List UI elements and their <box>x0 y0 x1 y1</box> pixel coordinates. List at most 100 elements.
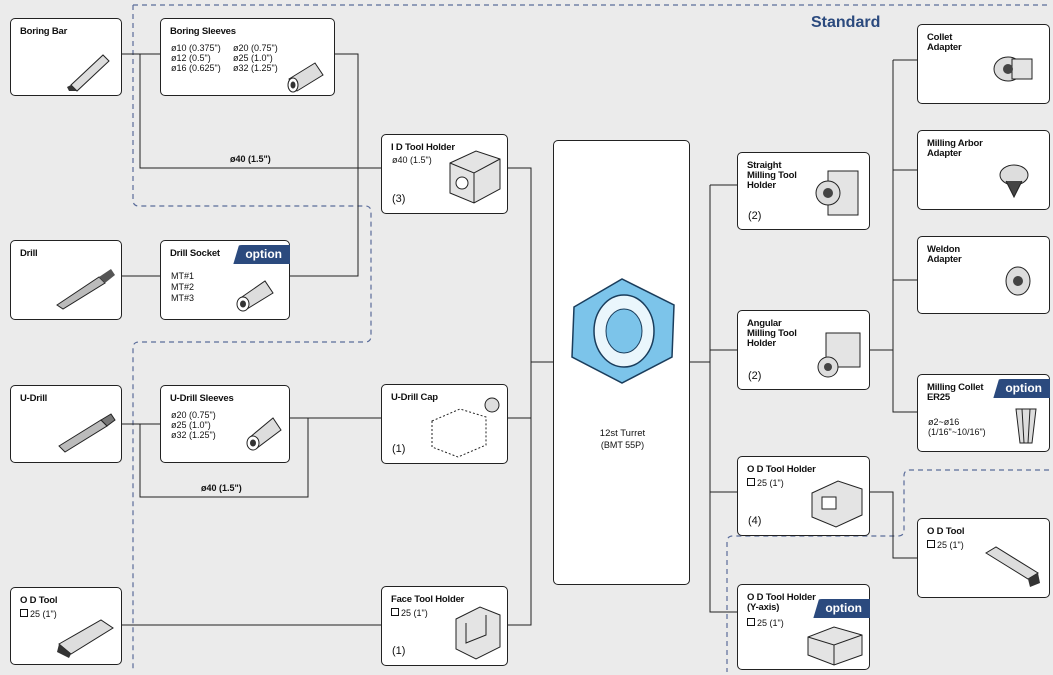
face-tool-holder-size-text: 25 (1") <box>401 608 428 618</box>
milling-holder-icon <box>806 165 864 221</box>
sleeve-size: ø12 (0.5") <box>171 53 221 63</box>
turret-icon <box>560 265 684 395</box>
id-holder-icon <box>446 145 504 207</box>
socket-icon <box>233 273 279 313</box>
square-icon <box>927 540 935 548</box>
square-icon <box>747 618 755 626</box>
od-holder-y-icon <box>804 621 866 667</box>
milling-arbor-card[interactable]: Milling Arbor Adapter <box>917 130 1050 210</box>
angular-holder-icon <box>808 325 866 385</box>
drill-card[interactable]: Drill <box>10 240 122 320</box>
milling-collet-icon <box>1010 403 1042 447</box>
sleeve-size: ø10 (0.375") <box>171 43 221 53</box>
drill-icon <box>51 267 117 311</box>
sleeve-size: ø20 (0.75") <box>171 410 216 420</box>
od-tool-right-size: 25 (1") <box>927 540 964 550</box>
u-drill-sleeves-card[interactable]: U-Drill Sleeves ø20 (0.75") ø25 (1.0") ø… <box>160 385 290 463</box>
boring-bar-icon <box>63 47 113 93</box>
square-icon <box>391 608 399 616</box>
od-tool-right-card[interactable]: O D Tool 25 (1") <box>917 518 1050 598</box>
boring-bar-card[interactable]: Boring Bar <box>10 18 122 96</box>
angular-milling-title: Angular Milling Tool Holder <box>747 319 797 349</box>
u-drill-cap-card[interactable]: U-Drill Cap (1) <box>381 384 508 464</box>
milling-collet-title: Milling Collet ER25 <box>927 383 983 403</box>
standard-label: Standard <box>811 14 880 32</box>
sleeve-icon <box>285 57 329 93</box>
boring-sleeves-title: Boring Sleeves <box>170 27 236 37</box>
id-tool-holder-count: (3) <box>392 193 405 205</box>
od-tool-holder-count: (4) <box>748 515 761 527</box>
connection-label-id: ø40 (1.5") <box>230 154 271 164</box>
od-tool-holder-y-size-text: 25 (1") <box>757 618 784 628</box>
option-badge: option <box>233 245 290 264</box>
collet-adapter-icon <box>988 41 1038 91</box>
square-icon <box>20 609 28 617</box>
sleeve-size: ø20 (0.75") <box>233 43 278 53</box>
u-drill-cap-icon <box>426 391 506 459</box>
collet-adapter-title: Collet Adapter <box>927 33 962 53</box>
option-badge: option <box>813 599 870 618</box>
milling-collet-range: ø2~ø16 (1/16"~10/16") <box>928 417 986 437</box>
u-drill-title: U-Drill <box>20 394 47 404</box>
turret-name: 12st Turret <box>554 429 691 439</box>
milling-arbor-icon <box>992 155 1038 201</box>
u-drill-cap-count: (1) <box>392 443 405 455</box>
od-tool-left-card[interactable]: O D Tool 25 (1") <box>10 587 122 665</box>
milling-arbor-title: Milling Arbor Adapter <box>927 139 983 159</box>
sleeve-size: ø32 (1.25") <box>171 430 216 440</box>
collet-range-metric: ø2~ø16 <box>928 417 986 427</box>
angular-milling-count: (2) <box>748 370 761 382</box>
sleeve-size: ø25 (1.0") <box>171 420 216 430</box>
collet-adapter-card[interactable]: Collet Adapter <box>917 24 1050 104</box>
od-tool-icon <box>55 614 117 660</box>
square-icon <box>747 478 755 486</box>
drill-title: Drill <box>20 249 37 259</box>
drill-socket-card[interactable]: Drill Socket option MT#1 MT#2 MT#3 <box>160 240 290 320</box>
od-tool-right-size-text: 25 (1") <box>937 540 964 550</box>
drill-socket-sizes: MT#1 MT#2 MT#3 <box>171 271 194 304</box>
weldon-adapter-icon <box>998 261 1038 301</box>
u-drill-card[interactable]: U-Drill <box>10 385 122 463</box>
sleeve-size: ø32 (1.25") <box>233 63 278 73</box>
od-tool-holder-title: O D Tool Holder <box>747 465 816 475</box>
od-tool-holder-size-text: 25 (1") <box>757 478 784 488</box>
straight-milling-count: (2) <box>748 210 761 222</box>
socket-size: MT#3 <box>171 293 194 304</box>
boring-sleeves-card[interactable]: Boring Sleeves ø10 (0.375") ø12 (0.5") ø… <box>160 18 335 96</box>
u-drill-sleeves-title: U-Drill Sleeves <box>170 394 234 404</box>
u-drill-icon <box>51 408 117 454</box>
boring-bar-title: Boring Bar <box>20 27 67 37</box>
od-tool-holder-y-title: O D Tool Holder (Y-axis) <box>747 593 816 613</box>
od-holder-icon <box>808 473 866 531</box>
face-holder-icon <box>452 599 504 661</box>
weldon-adapter-card[interactable]: Weldon Adapter <box>917 236 1050 314</box>
turret-card[interactable]: 12st Turret (BMT 55P) <box>553 140 690 585</box>
id-tool-holder-card[interactable]: I D Tool Holder ø40 (1.5") (3) <box>381 134 508 214</box>
od-tool-left-title: O D Tool <box>20 596 57 606</box>
milling-collet-card[interactable]: Milling Collet ER25 option ø2~ø16 (1/16"… <box>917 374 1050 452</box>
od-tool-holder-size: 25 (1") <box>747 478 784 488</box>
od-tool-holder-card[interactable]: O D Tool Holder 25 (1") (4) <box>737 456 870 536</box>
id-tool-holder-size: ø40 (1.5") <box>392 155 432 165</box>
straight-milling-card[interactable]: Straight Milling Tool Holder (2) <box>737 152 870 230</box>
weldon-adapter-title: Weldon Adapter <box>927 245 962 265</box>
od-tool-icon <box>980 543 1044 591</box>
sleeve-size: ø16 (0.625") <box>171 63 221 73</box>
od-tool-holder-y-card[interactable]: O D Tool Holder (Y-axis) option 25 (1") <box>737 584 870 670</box>
drill-socket-title: Drill Socket <box>170 249 220 259</box>
angular-milling-card[interactable]: Angular Milling Tool Holder (2) <box>737 310 870 390</box>
turret-spec: (BMT 55P) <box>554 440 691 450</box>
connection-label-udrill: ø40 (1.5") <box>201 483 242 493</box>
boring-sleeves-col1: ø10 (0.375") ø12 (0.5") ø16 (0.625") <box>171 43 221 73</box>
boring-sleeves-col2: ø20 (0.75") ø25 (1.0") ø32 (1.25") <box>233 43 278 73</box>
od-tool-holder-y-size: 25 (1") <box>747 618 784 628</box>
collet-range-inch: (1/16"~10/16") <box>928 427 986 437</box>
face-tool-holder-card[interactable]: Face Tool Holder 25 (1") (1) <box>381 586 508 666</box>
face-tool-holder-count: (1) <box>392 645 405 657</box>
u-drill-sleeve-sizes: ø20 (0.75") ø25 (1.0") ø32 (1.25") <box>171 410 216 440</box>
sleeve-size: ø25 (1.0") <box>233 53 278 63</box>
socket-size: MT#2 <box>171 282 194 293</box>
face-tool-holder-size: 25 (1") <box>391 608 428 618</box>
option-badge: option <box>993 379 1050 398</box>
